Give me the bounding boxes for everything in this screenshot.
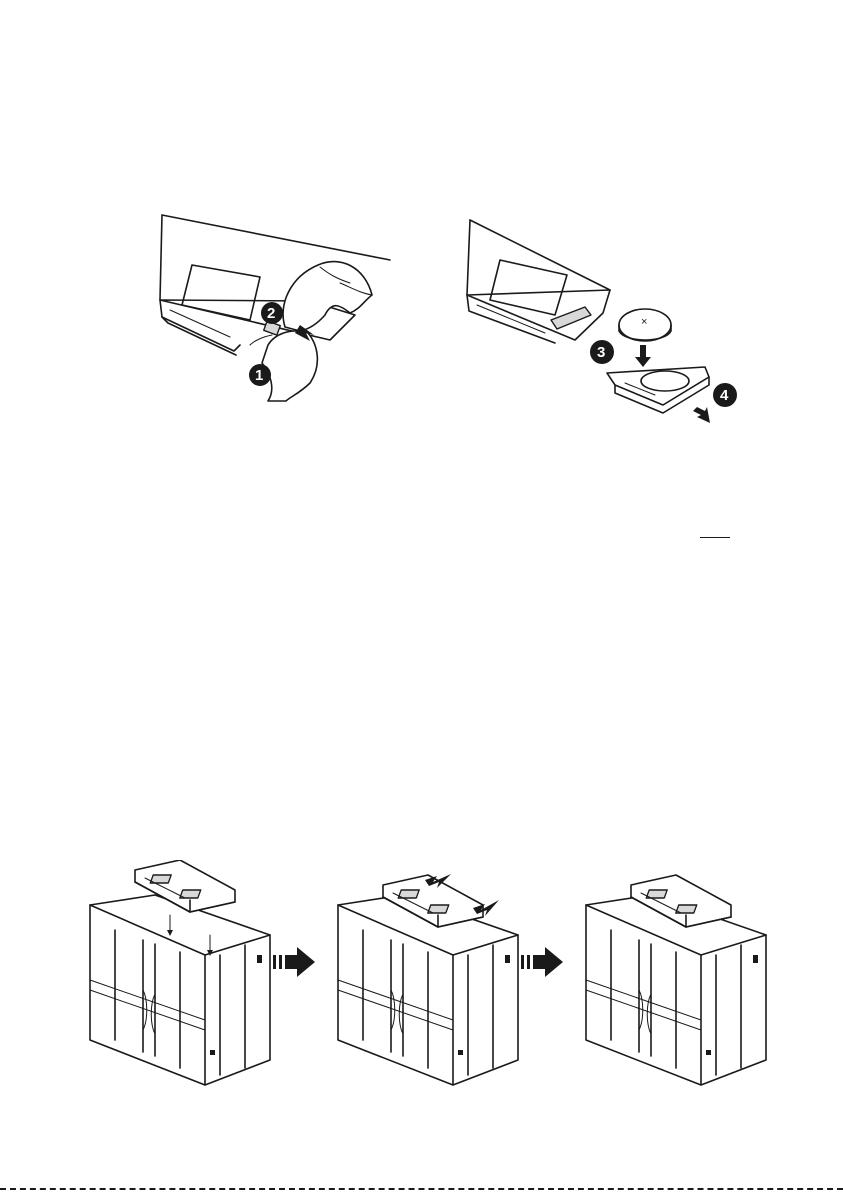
arrow-icon [693,407,710,423]
page-bottom-rule [0,1188,843,1190]
remote-battery-illustration: × 3 4 [455,205,755,440]
battery-plus-mark: × [641,316,647,328]
step-3-label: 3 [597,344,605,361]
arrow-icon [635,345,651,367]
remote-open-illustration: 2 1 [150,205,400,405]
battery-tray [607,367,709,405]
stage-2-unit [338,874,518,1085]
step-1-label: 1 [255,367,263,384]
step-2-label: 2 [267,305,275,322]
hatched-arrow-icon [521,947,563,977]
step-4-label: 4 [720,387,729,404]
figure-remote-open: 2 1 [150,205,400,405]
figure-remote-battery: × 3 4 [455,205,755,440]
stage-1-unit [90,860,270,1085]
stage-3-unit [586,875,766,1085]
hand-icon [262,331,317,401]
mounting-sequence-illustration [85,860,775,1090]
figure-unit-mounting [85,860,775,1090]
hatched-arrow-icon [273,947,315,977]
text-underline-mark [700,537,730,538]
